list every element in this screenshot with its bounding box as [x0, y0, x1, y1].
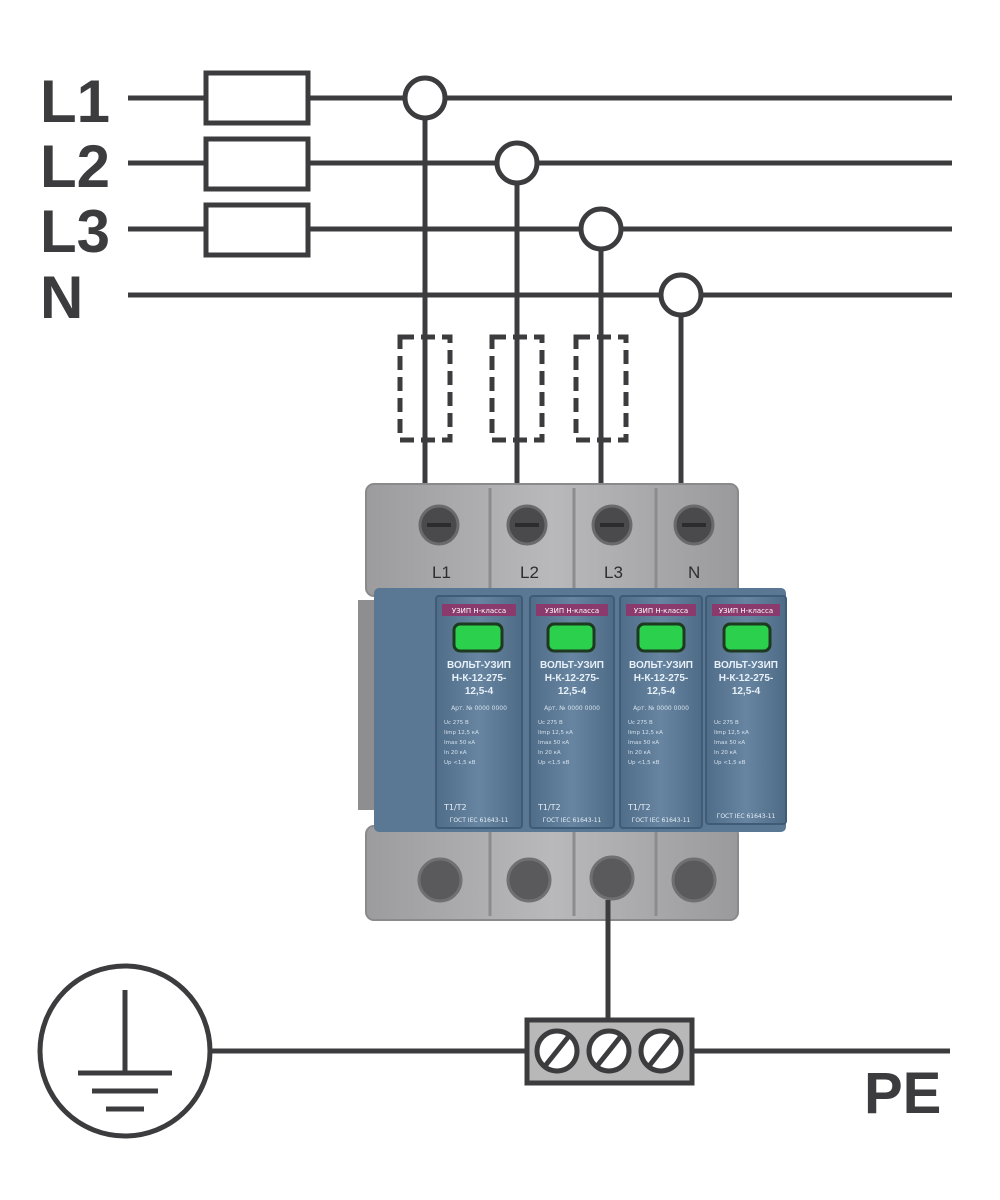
lower-screw-terminals	[417, 855, 717, 903]
fuse-l3	[203, 202, 311, 258]
bus-label-l2: L2	[40, 133, 110, 200]
junction-l1	[402, 75, 448, 121]
svg-text:12,5-4: 12,5-4	[732, 686, 761, 697]
indicator-window	[722, 622, 772, 653]
svg-text:Imax 50 кА: Imax 50 кА	[714, 740, 745, 746]
svg-text:УЗИП Н-класса: УЗИП Н-класса	[634, 607, 688, 615]
optional-fuse-l1	[397, 334, 453, 443]
terminal-label-n: N	[688, 563, 700, 582]
svg-text:12,5-4: 12,5-4	[647, 686, 676, 697]
junction-n	[658, 272, 704, 318]
svg-text:12,5-4: 12,5-4	[465, 686, 494, 697]
svg-text:Н-К-12-275-: Н-К-12-275-	[634, 673, 688, 684]
svg-text:ВОЛЬТ-УЗИП: ВОЛЬТ-УЗИП	[714, 660, 778, 671]
svg-text:ГОСТ IEC 61643-11: ГОСТ IEC 61643-11	[450, 817, 509, 824]
svg-text:Up <1,5 кВ: Up <1,5 кВ	[538, 760, 570, 766]
bus-label-n: N	[40, 264, 83, 331]
ground-icon	[37, 963, 213, 1139]
screw-icon	[589, 855, 635, 901]
svg-text:Н-К-12-275-: Н-К-12-275-	[719, 673, 773, 684]
svg-text:Iimp 12,5 кА: Iimp 12,5 кА	[538, 730, 573, 736]
svg-text:Imax 50 кА: Imax 50 кА	[444, 740, 475, 746]
indicator-window	[546, 622, 596, 653]
pe-terminal-block	[524, 1017, 695, 1086]
module-face-4: УЗИП Н-класса ВОЛЬТ-УЗИП Н-К-12-275- 12,…	[705, 595, 787, 825]
svg-text:ГОСТ IEC 61643-11: ГОСТ IEC 61643-11	[632, 817, 691, 824]
svg-text:In 20 кА: In 20 кА	[538, 750, 561, 756]
surge-protection-device: L1 L2 L3 N УЗИП Н-класса ВОЛЬТ-УЗИП Н-К-…	[358, 483, 787, 921]
fuse-l1	[203, 70, 311, 126]
indicator-window	[452, 622, 504, 653]
svg-text:In 20 кА: In 20 кА	[628, 750, 651, 756]
svg-text:Up <1,5 кВ: Up <1,5 кВ	[628, 760, 660, 766]
svg-text:Uc 275 В: Uc 275 В	[538, 720, 563, 726]
terminal-label-l2: L2	[520, 563, 539, 582]
svg-text:In 20 кА: In 20 кА	[714, 750, 737, 756]
din-rail-clip	[358, 600, 374, 810]
svg-text:УЗИП Н-класса: УЗИП Н-класса	[719, 607, 773, 615]
svg-text:Н-К-12-275-: Н-К-12-275-	[452, 673, 506, 684]
svg-text:T1/T2: T1/T2	[443, 803, 467, 812]
svg-text:T1/T2: T1/T2	[627, 803, 651, 812]
svg-text:Uc 275 В: Uc 275 В	[714, 720, 739, 726]
optional-fuse-l3	[573, 334, 629, 443]
screw-icon	[506, 857, 552, 903]
module-face-3: УЗИП Н-класса ВОЛЬТ-УЗИП Н-К-12-275- 12,…	[619, 595, 703, 829]
svg-text:Uc 275 В: Uc 275 В	[628, 720, 653, 726]
svg-text:ВОЛЬТ-УЗИП: ВОЛЬТ-УЗИП	[447, 660, 511, 671]
svg-text:ГОСТ IEC 61643-11: ГОСТ IEC 61643-11	[717, 813, 776, 820]
optional-fuse-l2	[489, 334, 545, 443]
svg-text:ВОЛЬТ-УЗИП: ВОЛЬТ-УЗИП	[629, 660, 693, 671]
bus-label-pe: PE	[864, 1061, 941, 1126]
svg-text:Н-К-12-275-: Н-К-12-275-	[545, 673, 599, 684]
svg-text:Iimp 12,5 кА: Iimp 12,5 кА	[714, 730, 749, 736]
svg-text:Арт. № 0000 0000: Арт. № 0000 0000	[544, 705, 600, 712]
screw-icon	[671, 857, 717, 903]
fuse-l2	[203, 136, 311, 192]
svg-text:Iimp 12,5 кА: Iimp 12,5 кА	[628, 730, 663, 736]
svg-text:T1/T2: T1/T2	[537, 803, 561, 812]
upper-screw-terminals	[418, 504, 715, 546]
svg-text:Iimp 12,5 кА: Iimp 12,5 кА	[444, 730, 479, 736]
svg-text:Up <1,5 кВ: Up <1,5 кВ	[444, 760, 476, 766]
svg-text:Imax 50 кА: Imax 50 кА	[538, 740, 569, 746]
svg-text:12,5-4: 12,5-4	[558, 686, 587, 697]
svg-text:Up <1,5 кВ: Up <1,5 кВ	[714, 760, 746, 766]
module-face-2: УЗИП Н-класса ВОЛЬТ-УЗИП Н-К-12-275- 12,…	[529, 595, 615, 829]
terminal-label-l3: L3	[604, 563, 623, 582]
svg-text:Арт. № 0000 0000: Арт. № 0000 0000	[451, 705, 507, 712]
bus-label-l3: L3	[40, 198, 110, 265]
indicator-window	[636, 622, 686, 653]
svg-text:ГОСТ IEC 61643-11: ГОСТ IEC 61643-11	[543, 817, 602, 824]
junction-l2	[494, 140, 540, 186]
module-face-1: УЗИП Н-класса ВОЛЬТ-УЗИП Н-К-12-275- 12,…	[435, 595, 523, 829]
terminal-label-l1: L1	[432, 563, 451, 582]
svg-text:Uc 275 В: Uc 275 В	[444, 720, 469, 726]
bus-label-l1: L1	[40, 68, 110, 135]
svg-text:УЗИП Н-класса: УЗИП Н-класса	[452, 607, 506, 615]
svg-text:УЗИП Н-класса: УЗИП Н-класса	[545, 607, 599, 615]
svg-text:ВОЛЬТ-УЗИП: ВОЛЬТ-УЗИП	[540, 660, 604, 671]
svg-text:Арт. № 0000 0000: Арт. № 0000 0000	[633, 705, 689, 712]
junction-l3	[578, 206, 624, 252]
svg-text:Imax 50 кА: Imax 50 кА	[628, 740, 659, 746]
screw-icon	[417, 857, 463, 903]
svg-text:In 20 кА: In 20 кА	[444, 750, 467, 756]
